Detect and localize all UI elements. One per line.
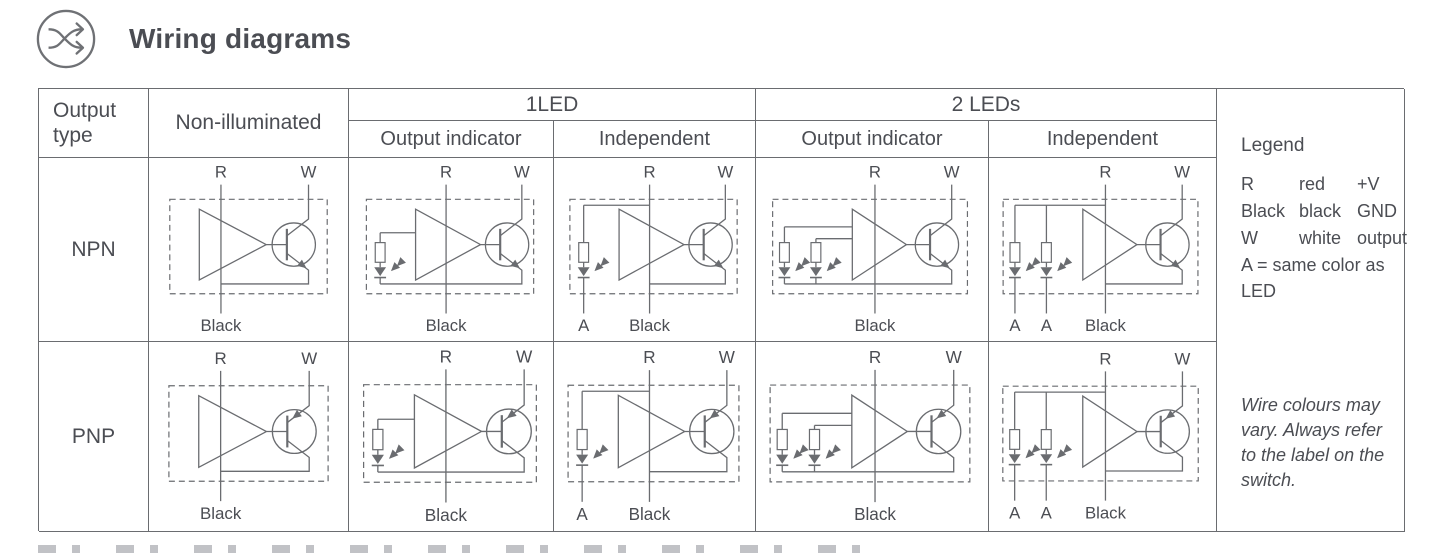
wire-label-w: W [944, 163, 960, 182]
wire-label-r: R [869, 347, 881, 367]
legend-color: white [1299, 228, 1342, 248]
wire-label-w: W [301, 349, 317, 368]
diagram-npn-2leds-output-indicator: R W Black [756, 158, 989, 342]
pnp-1led-independent-svg: R W A Black [567, 348, 740, 524]
wire-label-black: Black [855, 316, 897, 335]
wire-label-w: W [1175, 349, 1191, 368]
diagram-pnp-1led-independent: R W A Black [554, 342, 756, 532]
pnp-2leds-output-indicator-svg: R W Black [769, 347, 971, 524]
column-subheader-2leds-output-indicator: Output indicator [756, 121, 989, 158]
wire-label-black: Black [629, 505, 671, 524]
column-group-header-1led: 1LED [349, 89, 756, 121]
diagram-pnp-1led-output-indicator: R W Black [349, 342, 554, 532]
legend-panel: Legend R red +V Black black GND W white … [1217, 89, 1408, 532]
legend-meaning: output [1357, 228, 1408, 248]
column-group-header-2leds: 2 LEDs [756, 89, 1217, 121]
wire-label-a: A [1041, 503, 1053, 522]
wire-label-a: A [1009, 503, 1021, 522]
diagram-npn-1led-independent: R W A Black [554, 158, 756, 342]
wire-label-w: W [514, 163, 530, 182]
pnp-non-illuminated-svg: R W Black [168, 349, 329, 523]
wire-label-black: Black [854, 504, 896, 524]
pnp-1led-output-indicator-svg: R W Black [363, 346, 537, 525]
wire-label-w: W [1174, 163, 1190, 182]
wire-label-black: Black [1085, 316, 1127, 335]
legend-key: W [1241, 228, 1258, 248]
legend-color: black [1299, 201, 1342, 221]
legend-extra-note: A = same color as LED [1241, 255, 1385, 301]
npn-1led-output-indicator-svg: R W Black [365, 163, 535, 335]
diagram-npn-2leds-independent: R W A A Black [989, 158, 1217, 342]
wire-label-r: R [644, 163, 656, 182]
wire-label-r: R [440, 346, 452, 366]
wire-label-a: A [1009, 316, 1021, 335]
row-header-pnp: PNP [39, 342, 149, 532]
npn-1led-independent-svg: R W A Black [569, 163, 738, 335]
legend-entries: R red +V Black black GND W white output … [1241, 171, 1408, 304]
column-subheader-2leds-independent: Independent [989, 121, 1217, 158]
section-header: Wiring diagrams [35, 8, 351, 70]
wire-label-black: Black [426, 316, 468, 335]
wire-label-r: R [1099, 163, 1111, 182]
npn-2leds-output-indicator-svg: R W Black [772, 163, 969, 335]
clipped-text-fragment [38, 545, 883, 553]
legend-title: Legend [1241, 135, 1305, 156]
legend-color: red [1299, 174, 1326, 194]
wire-label-black: Black [425, 505, 468, 525]
pnp-2leds-independent-svg: R W A A Black [1002, 349, 1199, 522]
wire-label-r: R [215, 163, 227, 182]
column-header-output-type: Output type [39, 89, 149, 158]
diagram-pnp-non-illuminated: R W Black [149, 342, 349, 532]
npn-2leds-independent-svg: R W A A Black [1002, 163, 1199, 335]
diagram-npn-1led-output-indicator: R W Black [349, 158, 554, 342]
page-title: Wiring diagrams [129, 23, 352, 54]
wire-label-a: A [1041, 316, 1053, 335]
wire-label-r: R [1099, 349, 1111, 368]
wire-label-a: A [578, 316, 590, 335]
legend-meaning: GND [1357, 201, 1397, 221]
column-header-non-illuminated: Non-illuminated [149, 89, 349, 158]
row-header-npn: NPN [39, 158, 149, 342]
wire-label-black: Black [1085, 503, 1127, 522]
wire-label-w: W [946, 347, 963, 367]
column-subheader-1led-independent: Independent [554, 121, 756, 158]
wire-label-w: W [717, 163, 733, 182]
wire-label-a: A [576, 505, 588, 524]
wire-label-r: R [215, 349, 227, 368]
npn-non-illuminated-svg: R W Black [169, 163, 328, 335]
wire-label-black: Black [200, 504, 242, 523]
diagram-pnp-2leds-independent: R W A A Black [989, 342, 1217, 532]
wire-label-w: W [301, 163, 317, 182]
wire-colour-note: Wire colours may vary. Always refer to t… [1241, 395, 1385, 490]
wire-label-w: W [516, 346, 533, 366]
wire-label-r: R [869, 163, 881, 182]
column-subheader-1led-output-indicator: Output indicator [349, 121, 554, 158]
wire-label-r: R [440, 163, 452, 182]
wiring-table: Output type Non-illuminated 1LED Output … [38, 88, 1408, 532]
legend-key: Black [1241, 201, 1286, 221]
diagram-npn-non-illuminated: R W Black [149, 158, 349, 342]
diagram-pnp-2leds-output-indicator: R W Black [756, 342, 989, 532]
wire-label-black: Black [201, 316, 243, 335]
wire-label-black: Black [629, 316, 671, 335]
legend-key: R [1241, 174, 1254, 194]
wire-label-r: R [643, 348, 655, 367]
legend-meaning: +V [1357, 174, 1380, 194]
shuffle-icon [36, 9, 96, 69]
wire-label-w: W [719, 348, 736, 367]
